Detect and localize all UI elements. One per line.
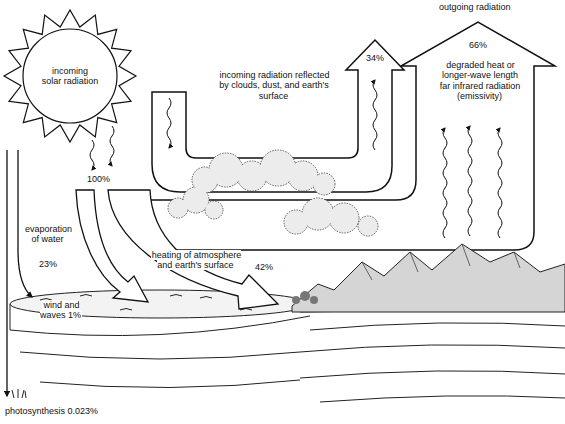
tree (310, 296, 318, 304)
sun-disc: incoming solar radiation (22, 28, 118, 124)
emission-note: degraded heat or longer-wave length far … (440, 60, 521, 101)
plant-symbol (12, 389, 26, 398)
evaporation-arrow (76, 190, 148, 302)
circle-outline (23, 29, 117, 123)
reflection-note-slot: incoming radiation reflected by clouds, … (214, 70, 334, 101)
percent-value-slot: 34% (361, 53, 389, 63)
percent-value-slot: 100% (86, 174, 111, 184)
tree (300, 291, 310, 301)
photosynthesis-arrow (6, 150, 7, 396)
tree (292, 296, 300, 304)
reflected-radiation-band (152, 40, 404, 192)
outgoing-radiation-label-slot: outgoing radiation (438, 2, 512, 12)
mountain-ridges (362, 244, 520, 280)
heating-note-slot: heating of atmosphere and earth's surfac… (150, 250, 242, 271)
evaporation-note-slot: evaporation of water (22, 224, 74, 245)
percent-value: 34% (365, 53, 385, 63)
mountains (292, 244, 565, 312)
emission-note-slot: degraded heat or longer-wave length far … (438, 60, 522, 101)
heating-note: heating of atmosphere and earth's surfac… (151, 250, 242, 270)
percent-value: 42% (254, 262, 274, 272)
percent-value-slot: 42% (254, 262, 274, 272)
percent-value: 100% (86, 174, 111, 184)
rock-strata (20, 323, 565, 402)
wind-waves-note: wind and waves 1% (40, 300, 82, 320)
percent-value: 66% (468, 40, 488, 50)
percent-value: 23% (38, 259, 58, 269)
outgoing-radiation-label: outgoing radiation (438, 2, 512, 12)
node-text: incoming solar radiation (41, 66, 99, 87)
percent-value-slot: 66% (462, 40, 494, 50)
evaporation-note: evaporation of water (24, 224, 72, 244)
percent-value-slot: 23% (34, 259, 62, 269)
photosynthesis-note-slot: photosynthesis 0.023% (4, 406, 99, 416)
photosynthesis-note: photosynthesis 0.023% (4, 406, 99, 416)
node-text-group: incoming solar radiation (41, 66, 99, 87)
clouds (168, 150, 378, 236)
reflection-note: incoming radiation reflected by clouds, … (218, 70, 329, 101)
wind-waves-note-slot: wind and waves 1% (36, 300, 86, 321)
radiation-waves (90, 80, 502, 238)
sun-rays (4, 10, 136, 142)
mountain-range (292, 244, 565, 312)
emitted-radiation-band (150, 22, 555, 250)
